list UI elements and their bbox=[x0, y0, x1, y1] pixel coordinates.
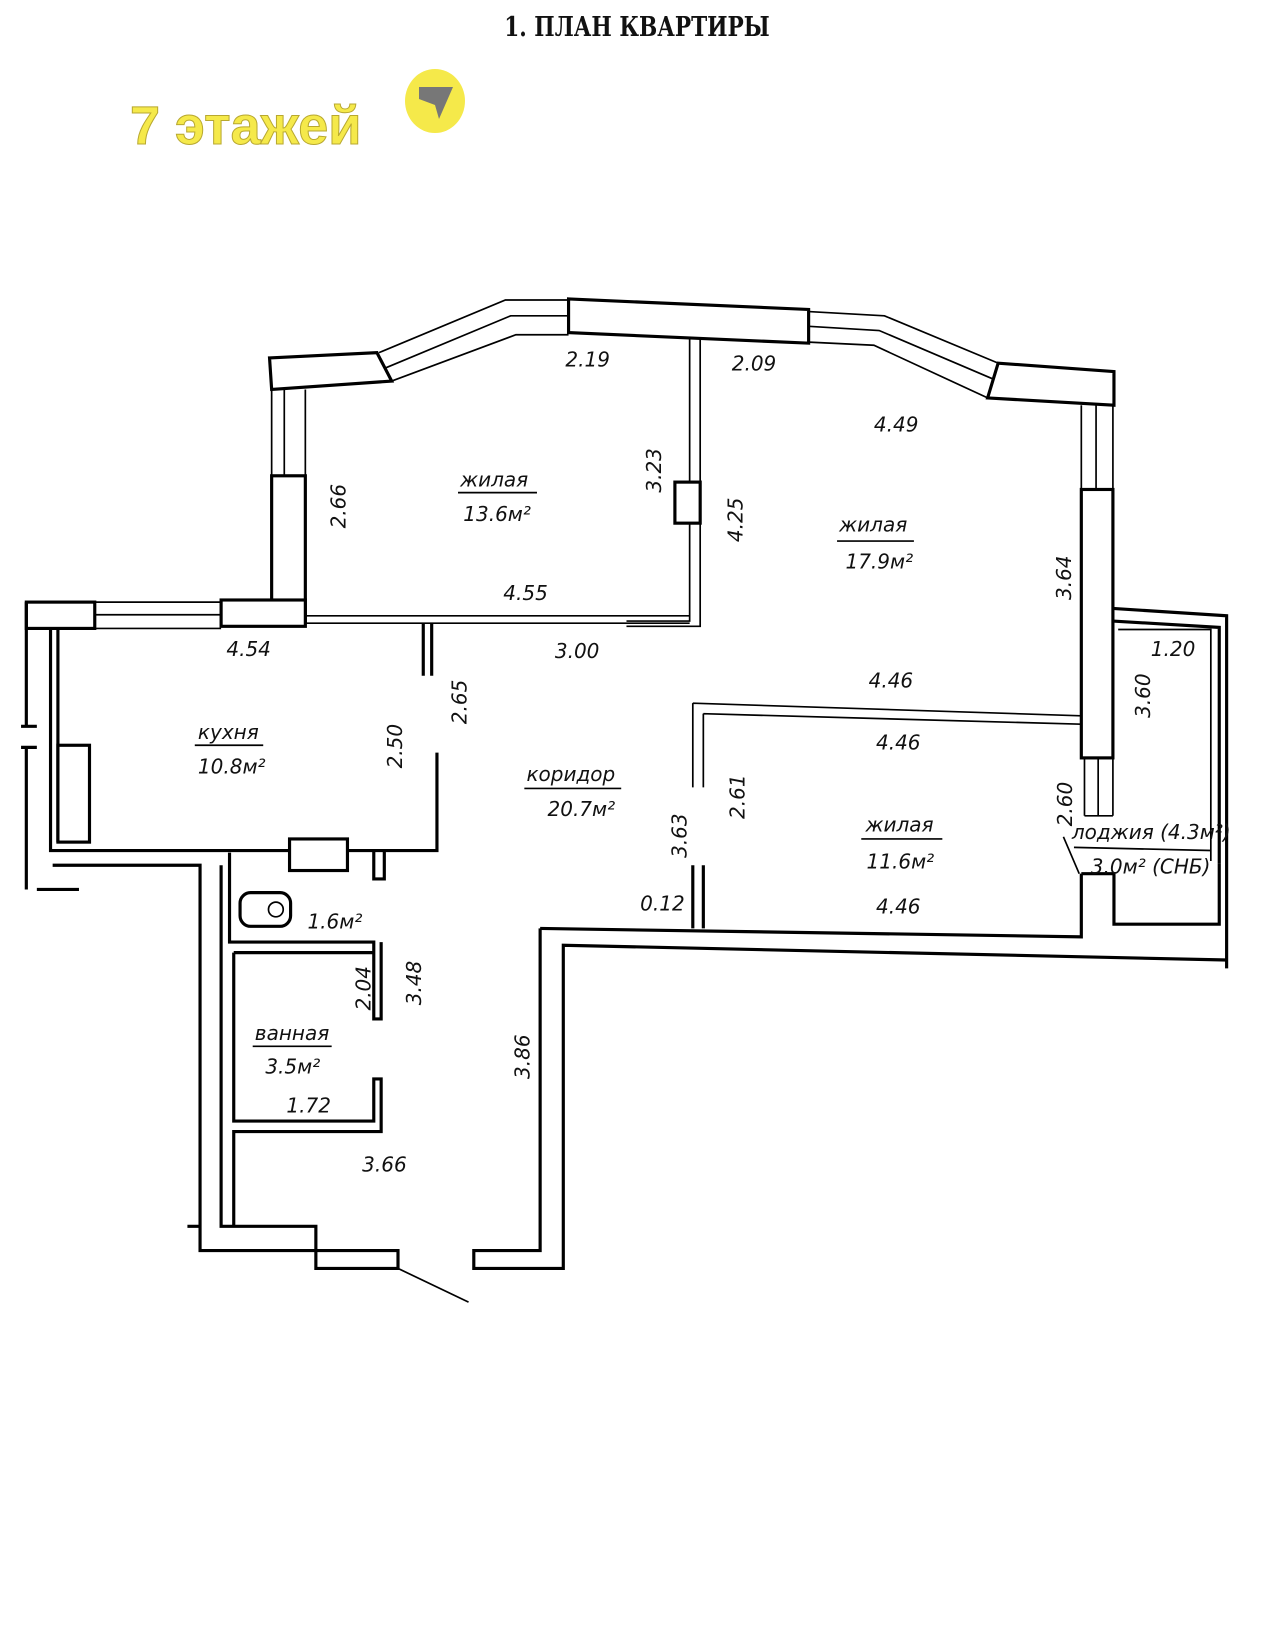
vent-shaft bbox=[287, 837, 350, 873]
window-bedroom2 bbox=[1080, 405, 1114, 490]
dimension-label: 3.00 bbox=[555, 639, 600, 663]
dimension-label: 2.50 bbox=[383, 724, 407, 769]
wall-pier-center bbox=[566, 297, 811, 345]
room-area-toilet: 1.6м² bbox=[307, 909, 362, 933]
window-kitchen bbox=[94, 601, 222, 630]
room-name-living1: жилая bbox=[459, 467, 528, 491]
window-bay-right bbox=[808, 310, 999, 399]
dimension-label: 4.54 bbox=[226, 637, 271, 661]
dimension-label: 4.46 bbox=[876, 895, 921, 919]
dimension-label: 2.61 bbox=[725, 774, 749, 819]
room-area-living2: 17.9м² bbox=[845, 549, 913, 573]
room-name-kitchen: кухня bbox=[198, 720, 259, 744]
dimension-label: 1.20 bbox=[1151, 637, 1196, 661]
dimension-label: 3.86 bbox=[511, 1034, 535, 1079]
dimension-label: 3.63 bbox=[667, 813, 691, 858]
logo-icon bbox=[405, 69, 465, 133]
window-bedroom3 bbox=[1083, 757, 1114, 817]
room-name-living2: жилая bbox=[838, 513, 907, 537]
toilet-icon bbox=[238, 891, 293, 928]
dimension-label: 2.19 bbox=[565, 347, 610, 371]
room-area-loggia: 3.0м² (СНБ) bbox=[1091, 855, 1211, 879]
window-bedroom1 bbox=[270, 389, 307, 476]
dimension-label: 2.65 bbox=[447, 680, 471, 725]
room-area-kitchen: 10.8м² bbox=[198, 755, 266, 779]
wall-pier-left bbox=[267, 351, 395, 392]
dimension-label: 2.04 bbox=[352, 966, 376, 1011]
room-name-corridor: коридор bbox=[526, 762, 615, 786]
room-area-living3: 11.6м² bbox=[867, 849, 935, 873]
dimension-label: 4.25 bbox=[723, 498, 747, 543]
dimension-label: 4.55 bbox=[503, 581, 548, 605]
wall bbox=[1079, 487, 1115, 760]
wall-pier-right bbox=[985, 361, 1116, 407]
dimension-label: 4.46 bbox=[869, 668, 914, 692]
dimension-label: 3.48 bbox=[402, 961, 426, 1006]
dimension-label: 0.12 bbox=[640, 892, 685, 916]
wall bbox=[24, 600, 97, 630]
wall bbox=[219, 598, 307, 628]
room-name-bath: ванная bbox=[255, 1021, 329, 1045]
room-name-loggia: лоджия (4.3м²) bbox=[1071, 820, 1231, 844]
dimension-label: 3.66 bbox=[362, 1153, 407, 1177]
window-bay-left bbox=[378, 299, 569, 382]
dimension-label: 4.46 bbox=[876, 730, 921, 754]
room-area-living1: 13.6м² bbox=[463, 502, 531, 526]
floor-count-label: 7 этажей bbox=[129, 96, 362, 157]
dimension-label: 3.23 bbox=[642, 448, 666, 493]
room-area-corridor: 20.7м² bbox=[548, 797, 616, 821]
partition-wall bbox=[305, 614, 690, 624]
dimension-label: 2.66 bbox=[326, 484, 350, 529]
dimension-label: 3.64 bbox=[1052, 555, 1076, 600]
dimension-label: 2.09 bbox=[732, 352, 777, 376]
dimension-label: 2.60 bbox=[1053, 782, 1077, 827]
column bbox=[673, 480, 702, 525]
dimension-label: 3.60 bbox=[1131, 673, 1155, 718]
wall bbox=[270, 474, 307, 623]
room-name-living3: жилая bbox=[864, 813, 933, 837]
room-area-bath: 3.5м² bbox=[265, 1055, 320, 1079]
dimension-label: 4.49 bbox=[874, 413, 919, 437]
kitchen-unit bbox=[56, 743, 92, 844]
dimension-label: 1.72 bbox=[286, 1094, 331, 1118]
plan-title: 1. ПЛАН КВАРТИРЫ bbox=[504, 12, 770, 43]
